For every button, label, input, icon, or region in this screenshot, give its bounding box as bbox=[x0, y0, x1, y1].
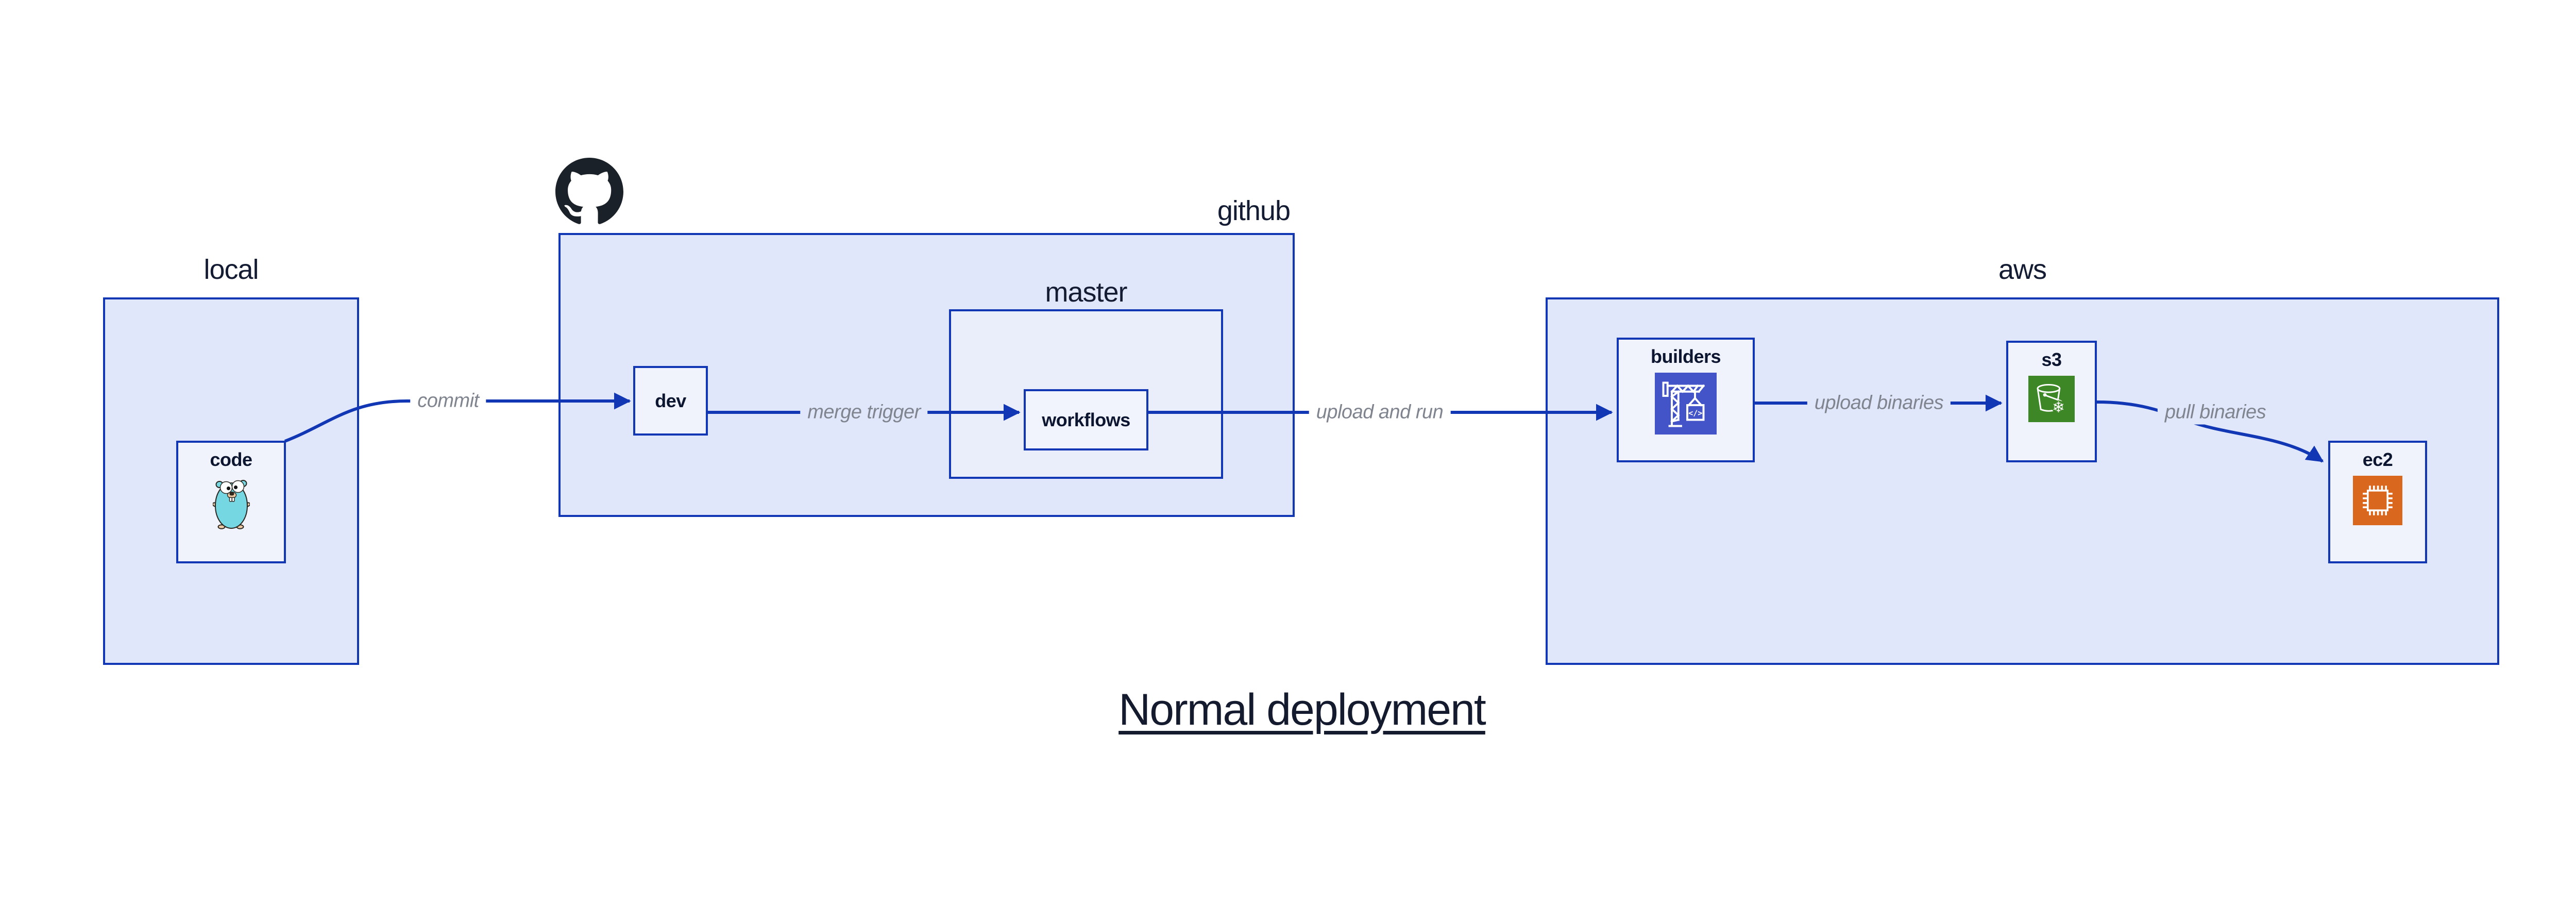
node-label-workflows: workflows bbox=[1042, 409, 1130, 430]
group-label-master: master bbox=[1045, 277, 1127, 308]
group-label-local: local bbox=[204, 254, 259, 285]
s3-glacier-bucket-icon: ❄ bbox=[2028, 376, 2075, 422]
node-ec2: ec2 bbox=[2328, 441, 2427, 563]
edge-label-merge-trigger: merge trigger bbox=[800, 400, 928, 425]
edge-commit bbox=[284, 392, 631, 443]
node-dev: dev bbox=[633, 366, 708, 436]
edge-label-upload-binaries: upload binaries bbox=[1807, 391, 1951, 415]
diagram-title: Normal deployment bbox=[1118, 685, 1486, 734]
edge-label-pull-binaries: pull binaries bbox=[2157, 400, 2274, 425]
node-label-code: code bbox=[210, 449, 252, 470]
edge-label-upload-and-run: upload and run bbox=[1309, 400, 1451, 425]
group-label-aws: aws bbox=[1998, 254, 2047, 285]
group-label-github: github bbox=[1217, 195, 1291, 226]
node-s3: s3 ❄ bbox=[2006, 341, 2097, 462]
node-builders: builders </> bbox=[1617, 338, 1755, 462]
node-label-ec2: ec2 bbox=[2362, 449, 2393, 470]
go-gopher-icon bbox=[212, 480, 250, 529]
ec2-chip-icon bbox=[2353, 476, 2402, 525]
codebuild-crane-icon: </> bbox=[1655, 373, 1717, 435]
node-label-s3: s3 bbox=[2041, 349, 2062, 370]
github-octocat-icon bbox=[555, 158, 623, 224]
node-label-dev: dev bbox=[655, 390, 686, 411]
node-workflows: workflows bbox=[1024, 389, 1148, 450]
svg-text:❄: ❄ bbox=[2052, 398, 2065, 416]
edge-label-commit: commit bbox=[410, 389, 486, 413]
svg-text:</>: </> bbox=[1688, 408, 1702, 417]
node-label-builders: builders bbox=[1650, 346, 1721, 367]
node-code: code bbox=[176, 441, 286, 563]
